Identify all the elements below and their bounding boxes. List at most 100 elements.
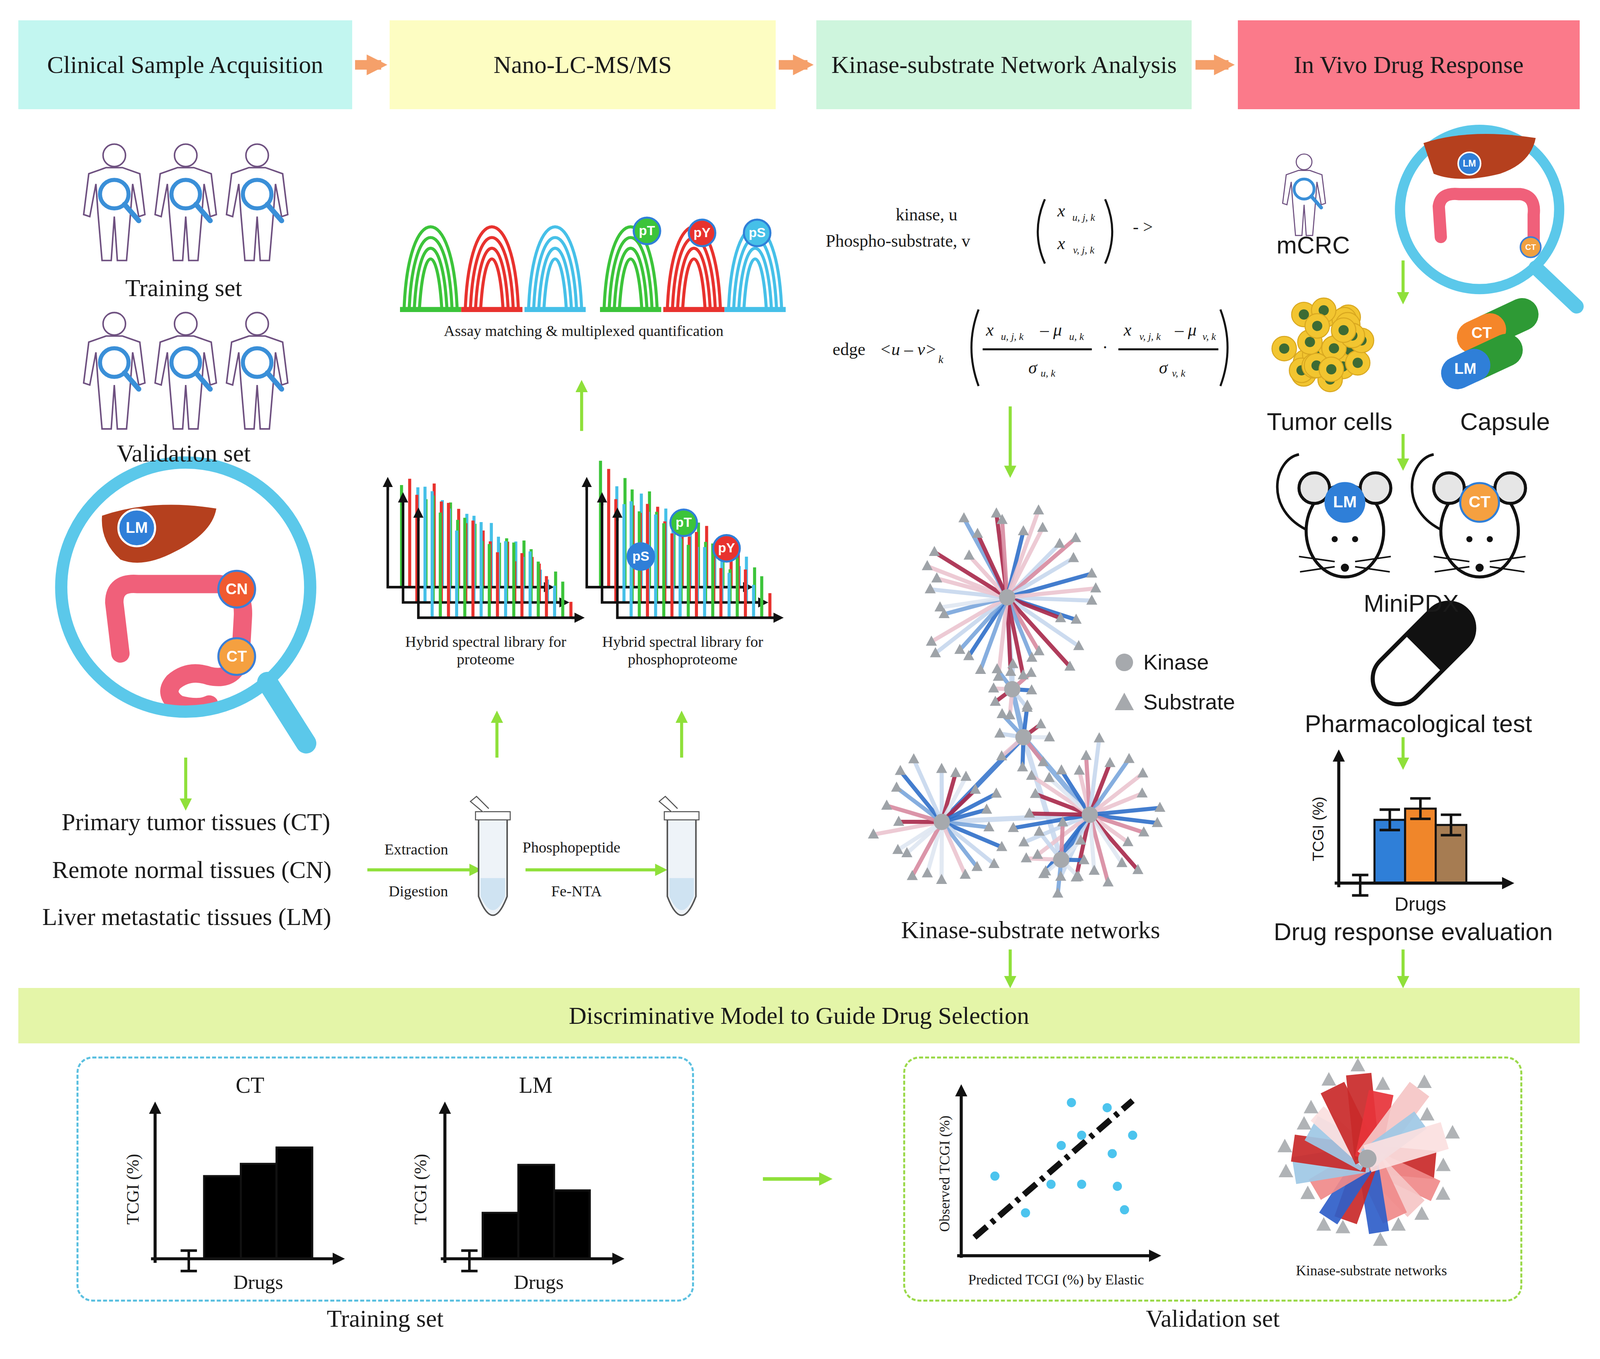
spectral-library-plot-part	[438, 512, 442, 618]
tumor-cells-part	[1304, 313, 1330, 338]
tumor-cells-part	[1352, 357, 1363, 369]
radial-kinase-network-part	[1358, 1149, 1377, 1168]
kinase-substrate-network-part	[931, 597, 1008, 642]
substrate-triangle	[1073, 764, 1085, 775]
substrate-triangle	[1116, 856, 1128, 867]
spectral-library-plot-part	[423, 486, 427, 602]
substrate-triangle	[1414, 1205, 1430, 1220]
spectral-library-plot-part	[528, 551, 532, 618]
header-text: Discriminative Model to Guide Drug Selec…	[568, 1001, 1030, 1030]
formula-brackets-part	[1220, 309, 1228, 387]
human-figure-part	[1296, 153, 1312, 170]
flow-arrow	[184, 757, 188, 805]
substrate-triangle	[1070, 613, 1082, 624]
caption-label: Phosphopeptide	[522, 838, 621, 856]
formula-term: k	[938, 352, 944, 366]
stage-header: Nano-LC-MS/MS	[389, 20, 776, 110]
substrate-triangle	[972, 527, 984, 538]
flow-connector	[354, 60, 382, 70]
bar-chart-part	[1410, 798, 1431, 819]
kinase-substrate-network-part	[1007, 597, 1070, 667]
scatter-plot-part	[1112, 1181, 1122, 1191]
substrate-triangle	[1277, 1138, 1293, 1152]
bar-chart	[150, 1107, 339, 1271]
substrate-triangle	[963, 649, 975, 660]
legend-swatch	[1112, 650, 1137, 675]
spectral-library-plot-part	[479, 521, 483, 618]
human-figure-part	[154, 167, 217, 261]
kinase-substrate-network-part	[939, 597, 1008, 608]
spectral-library-plot-part	[719, 567, 723, 618]
tumor-cells-part	[1319, 356, 1344, 382]
caption-label: Predicted TCGI (%) by Elastic	[968, 1271, 1144, 1288]
formula-term: u, j, k	[1072, 211, 1096, 224]
mouse-model-part	[1331, 535, 1338, 542]
caption-label: Liver metastatic tissues (LM)	[42, 902, 332, 931]
substrate-triangle	[991, 662, 1003, 673]
chromatogram-peaks-part	[663, 306, 725, 312]
formula-term: x	[1057, 233, 1065, 253]
caption-label: Observed TCGI (%)	[936, 1115, 953, 1232]
right-magnifier-part	[1535, 267, 1577, 307]
human-figure-part	[103, 312, 126, 335]
caption-label: TCGI (%)	[122, 1153, 143, 1225]
mouse-model	[1411, 454, 1526, 577]
substrate-triangle	[893, 815, 905, 826]
substrate-triangle	[1090, 582, 1102, 593]
spectral-library-plot-part	[545, 576, 549, 618]
scatter-plot-part	[974, 1100, 1133, 1238]
formula-term: σ	[1158, 357, 1168, 378]
mouse-model-part	[1460, 482, 1499, 522]
substrate-triangle	[1057, 815, 1069, 826]
caption-label: MiniPDX	[1363, 588, 1459, 618]
kinase-substrate-network-part	[1089, 814, 1095, 871]
formula-brackets-part	[982, 348, 1092, 351]
caption-label: Tumor cells	[1266, 407, 1393, 436]
kinase-substrate-network	[867, 503, 1166, 898]
kinase-substrate-network-part	[1023, 737, 1090, 815]
human-figure-part	[171, 348, 200, 377]
chromatogram-peaks-part	[533, 237, 577, 310]
mouse-model-part	[1340, 563, 1349, 572]
substrate-triangle	[1068, 551, 1080, 562]
tumor-cells-part	[1338, 325, 1350, 336]
spectral-library-plot-part	[694, 531, 699, 618]
bar-chart-part	[240, 1163, 277, 1259]
substrate-triangle	[990, 507, 1002, 518]
substrate-triangle	[921, 559, 934, 570]
kinase-substrate-network-part	[933, 813, 951, 830]
substrate-triangle	[959, 868, 971, 879]
flow-arrow	[1337, 755, 1341, 887]
substrate-triangle	[1151, 816, 1163, 827]
tumor-cells-part	[1279, 343, 1290, 354]
spectral-library-plot-part	[703, 547, 707, 618]
substrate-triangle	[1296, 1115, 1312, 1130]
spectral-library-plot-part	[686, 544, 691, 618]
mouse-model-part	[1475, 563, 1484, 572]
chromatogram-peaks-part	[688, 219, 716, 247]
substrate-triangle	[908, 752, 920, 763]
substrate-triangle	[1300, 1185, 1316, 1199]
substrate-triangle	[936, 762, 948, 773]
human-figure	[1282, 153, 1326, 236]
caption-label: edge	[832, 339, 866, 359]
substrate-triangle	[1093, 731, 1105, 742]
bar-chart-part	[554, 1190, 591, 1259]
substrate-triangle	[1064, 660, 1076, 671]
mouse-model-part	[1486, 535, 1493, 542]
caption-label: Capsule	[1460, 407, 1550, 436]
substrate-triangle	[935, 873, 948, 884]
badge-label: pT	[638, 223, 655, 239]
substrate-triangle	[988, 682, 1000, 693]
substrate-triangle	[892, 843, 904, 854]
substrate-triangle	[1017, 668, 1029, 679]
human-figure-part	[154, 335, 217, 429]
title-band: Discriminative Model to Guide Drug Selec…	[18, 987, 1580, 1043]
caption-label: Drugs	[1394, 892, 1447, 916]
scatter-plot-part	[1066, 1097, 1077, 1107]
tumor-cells-part	[1304, 336, 1316, 348]
panel-heading: Validation set	[1145, 1303, 1280, 1333]
formula-term: – μ	[1174, 319, 1197, 340]
human-figure-part	[1311, 196, 1322, 208]
